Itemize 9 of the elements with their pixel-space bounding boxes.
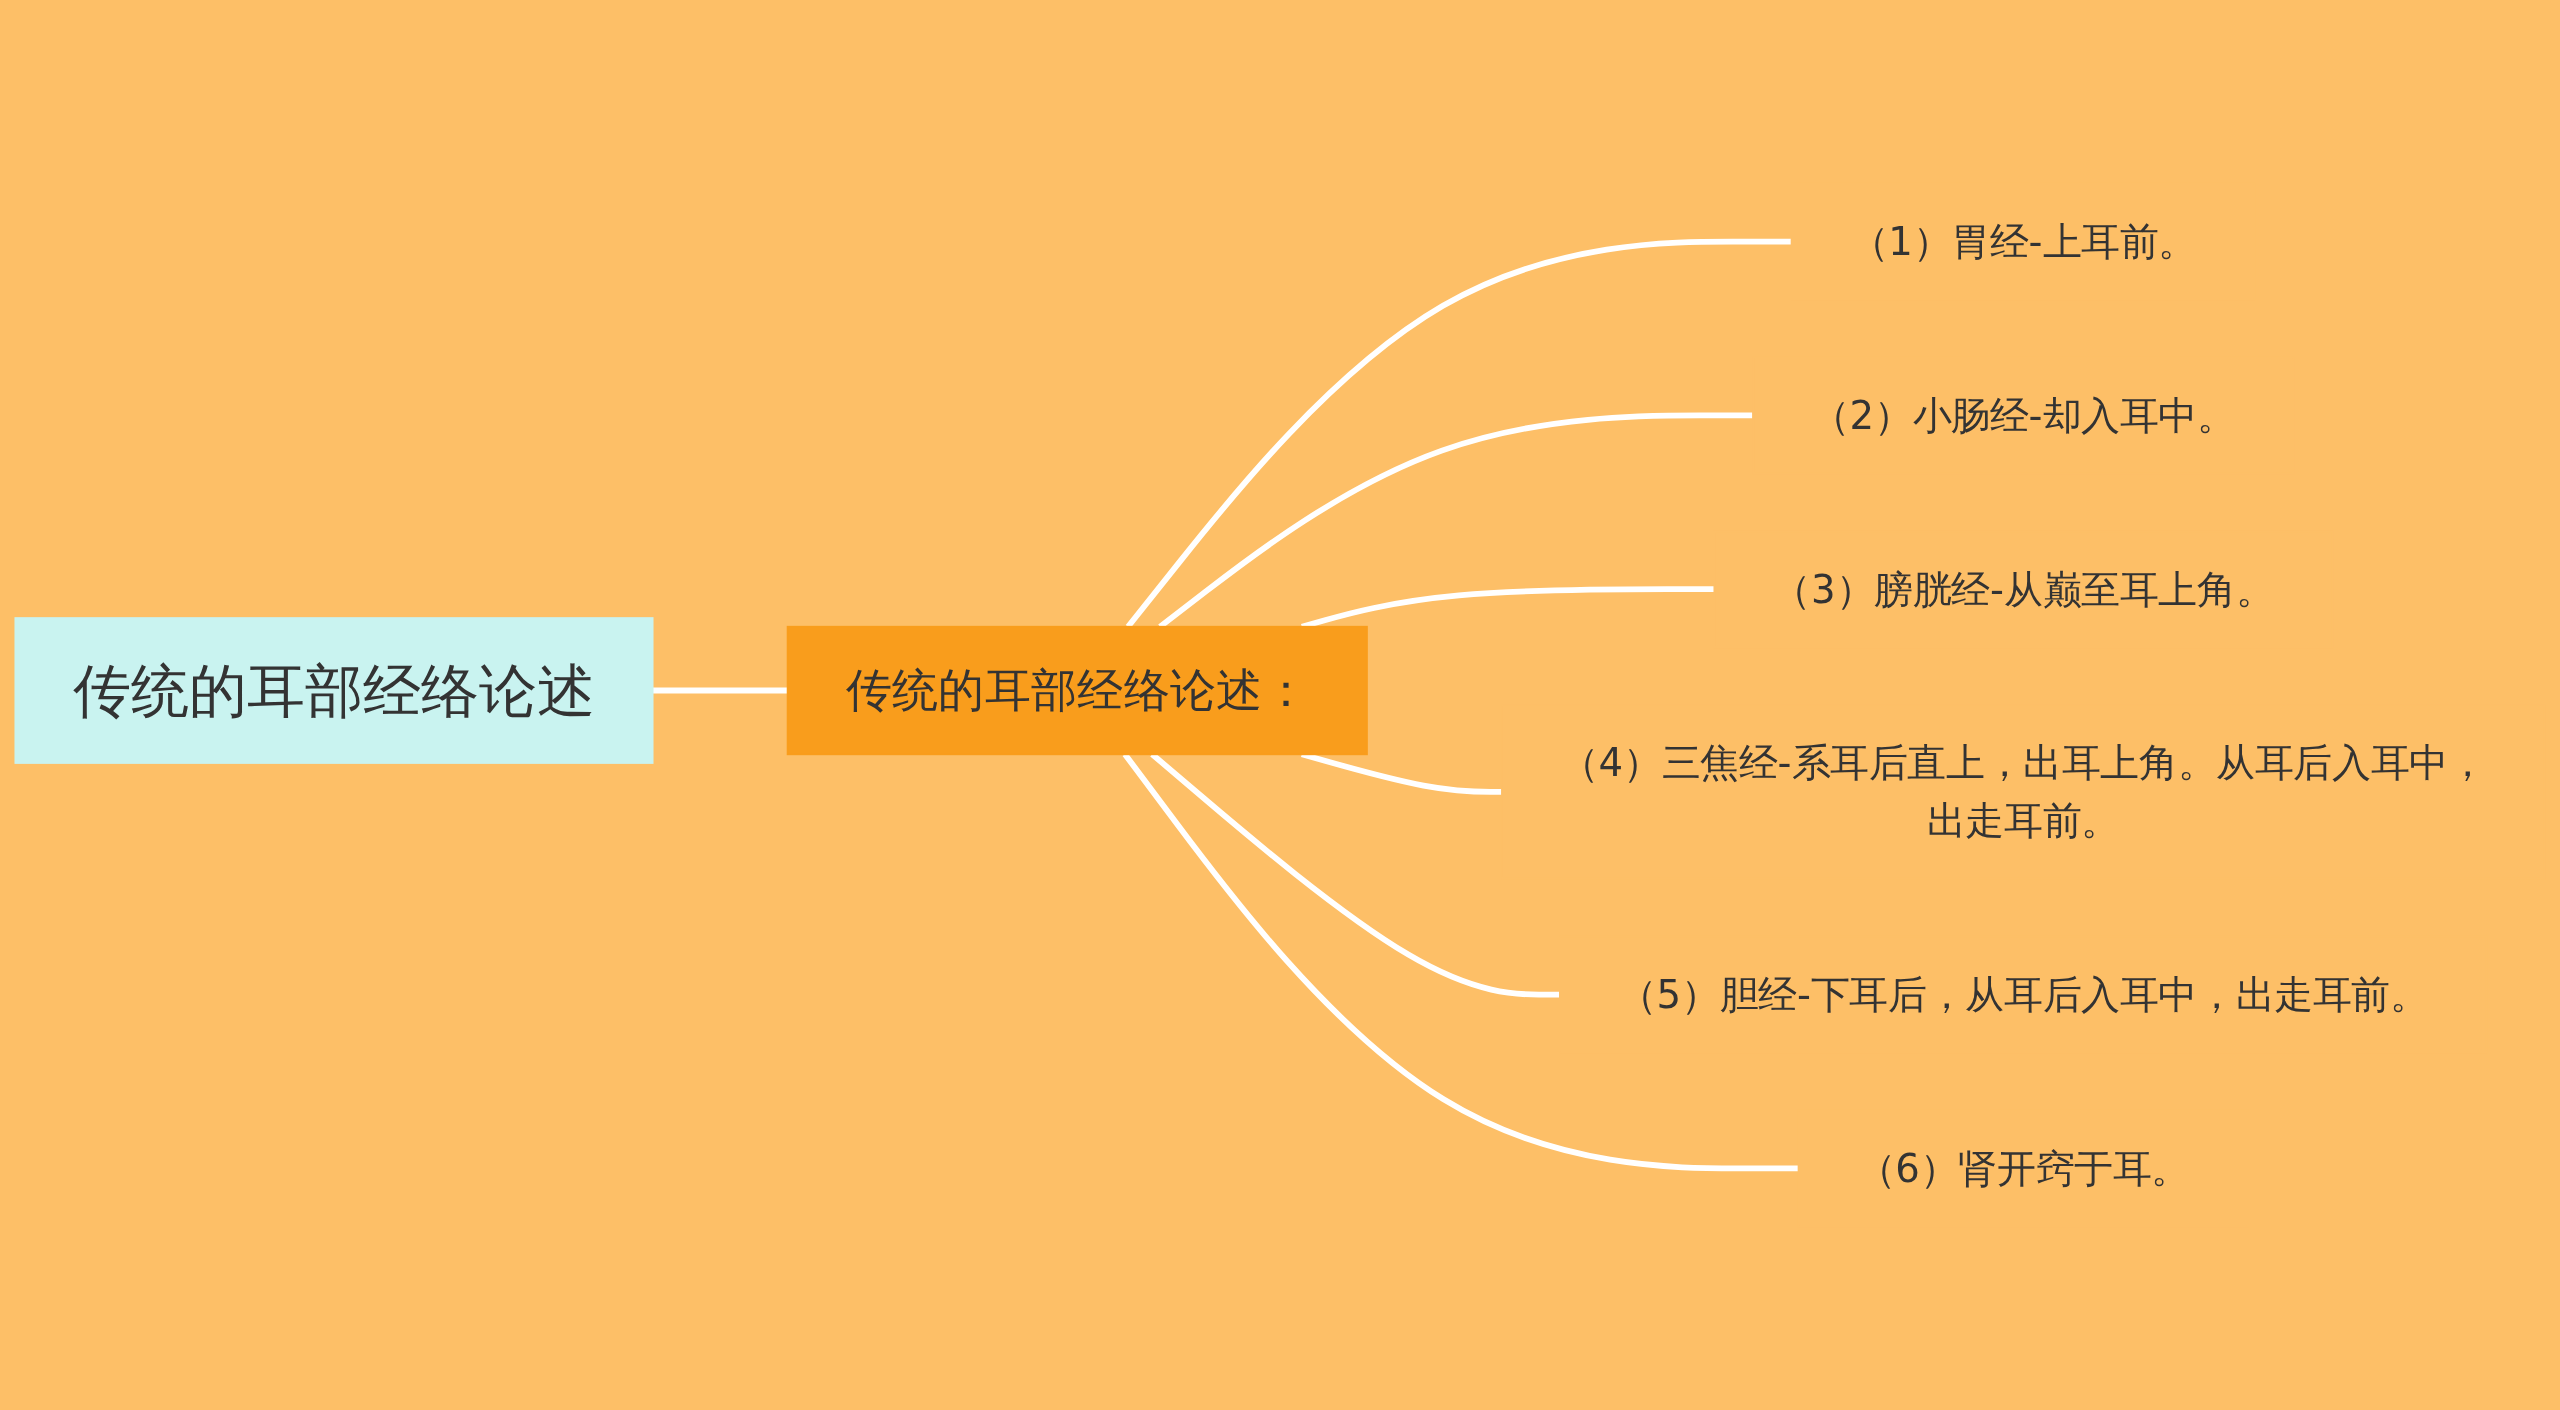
node-text: （3）膀胱经-从巅至耳上角。 [1772,566,2275,613]
node-text: （1）胃经-上耳前。 [1849,218,2197,265]
node-text: （4）三焦经-系耳后直上，出耳上角。从耳后入耳中，出走耳前。 [1559,739,2487,844]
node-text: （5）胆经-下耳后，从耳后入耳中，出走耳前。 [1617,971,2429,1018]
node-box: 传统的耳部经络论述 [14,617,654,764]
node-box: 传统的耳部经络论述： [786,625,1368,756]
node-text: （2）小肠经-却入耳中。 [1810,392,2236,439]
node-text: （6）肾开窍于耳。 [1856,1145,2191,1192]
connector [652,687,788,694]
